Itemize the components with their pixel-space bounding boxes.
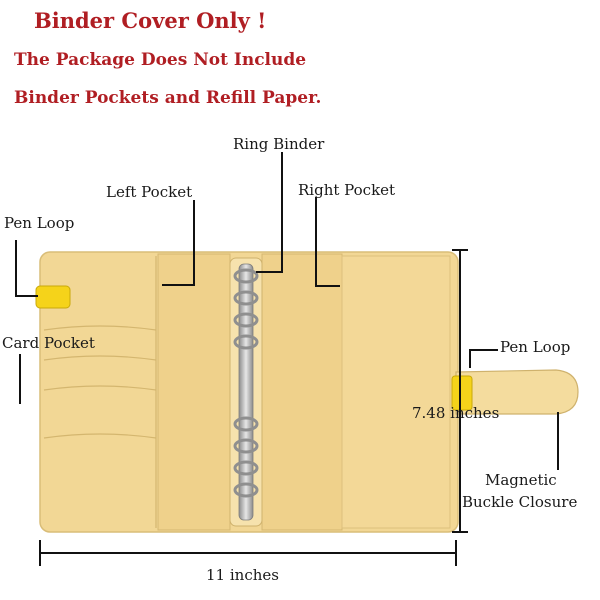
height-dimension: [452, 249, 468, 533]
label-left-pocket: Left Pocket: [106, 183, 193, 201]
label-right-pocket: Right Pocket: [298, 181, 396, 199]
notice-line-3: Binder Pockets and Refill Paper.: [14, 88, 322, 108]
label-pen-loop-left: Pen Loop: [4, 214, 75, 232]
notice-title: Binder Cover Only !: [34, 8, 267, 33]
right-pocket: [261, 253, 343, 531]
pen-loop-right: [451, 375, 473, 411]
label-pen-loop-right: Pen Loop: [500, 338, 571, 356]
width-dimension: [39, 540, 457, 566]
label-width: 11 inches: [206, 566, 279, 584]
notice-line-2: The Package Does Not Include: [14, 50, 307, 70]
card-pocket: [43, 256, 157, 528]
pen-loop-left: [35, 285, 71, 309]
label-ring-binder: Ring Binder: [233, 135, 325, 153]
label-card-pocket: Card Pocket: [2, 334, 95, 352]
label-magnetic-line2: Buckle Closure: [462, 493, 578, 511]
binder-rings: [233, 268, 259, 498]
magnetic-buckle-strap: [455, 369, 579, 415]
left-pocket: [157, 253, 231, 531]
label-height: 7.48 inches: [412, 404, 500, 422]
label-magnetic-line1: Magnetic: [485, 471, 557, 489]
